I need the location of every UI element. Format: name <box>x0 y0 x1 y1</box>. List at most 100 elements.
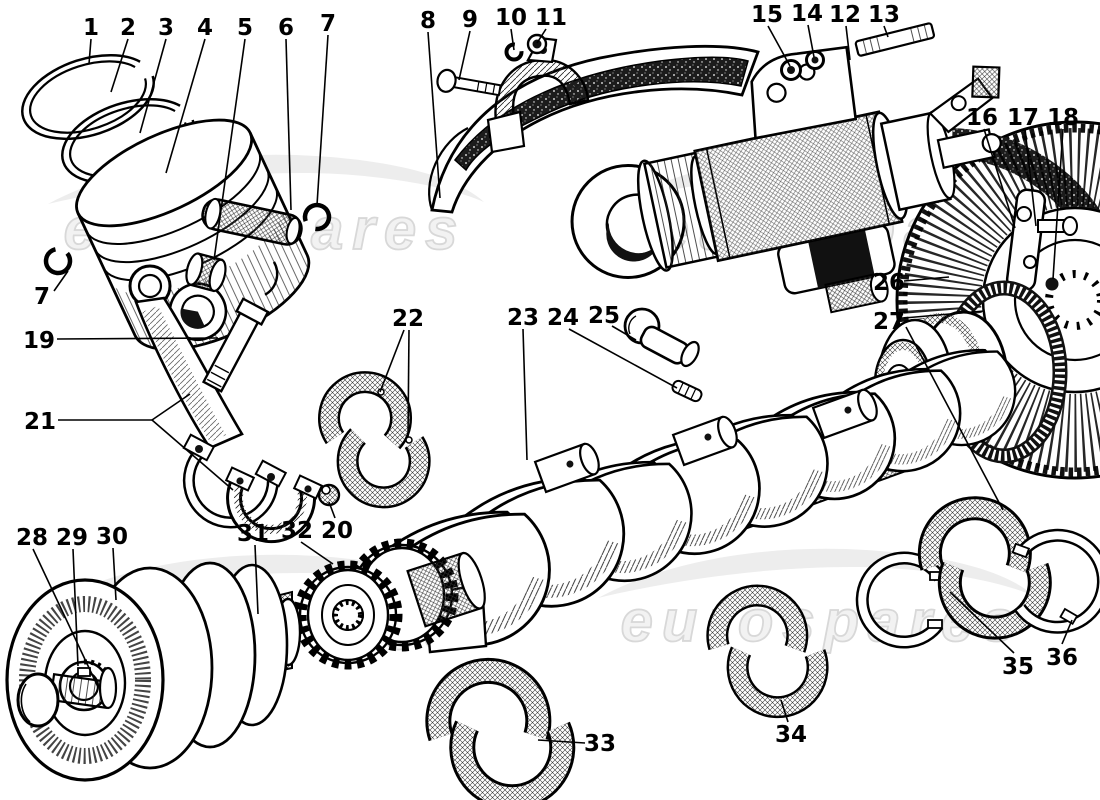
part-number: 24 <box>547 305 579 331</box>
leader-line <box>807 24 815 58</box>
part-number: 2 <box>120 15 136 41</box>
leader-line <box>949 591 1015 654</box>
leader-line <box>379 329 405 393</box>
flywheel-dowel <box>1045 277 1059 291</box>
part-number: 11 <box>535 5 567 31</box>
part-number: 31 <box>237 521 269 547</box>
leader-line <box>458 30 471 81</box>
leader-line <box>845 25 851 61</box>
part-callout-31: 31 <box>237 521 269 615</box>
leader-line <box>88 38 92 65</box>
part-callout-17: 17 <box>1007 105 1039 227</box>
part-callout-22: 22 <box>379 306 424 438</box>
part-number: 15 <box>751 2 783 28</box>
timing-sprockets <box>293 538 486 670</box>
part-callout-29: 29 <box>56 525 88 667</box>
part-callout-4: 4 <box>165 15 213 174</box>
part-number: 7 <box>34 284 50 310</box>
part-number: 5 <box>237 15 253 41</box>
counterweights <box>368 337 1032 668</box>
part-number: 30 <box>96 524 128 550</box>
rod-bearing-shells <box>318 371 431 509</box>
leader-line <box>1024 128 1037 227</box>
leader-line <box>316 34 329 206</box>
part-callout-8: 8 <box>420 8 441 199</box>
leader-line <box>56 337 219 340</box>
part-callout-15: 15 <box>751 2 791 67</box>
part-number: 10 <box>495 5 527 31</box>
part-number: 13 <box>868 2 900 28</box>
part-callout-35: 35 <box>949 591 1034 680</box>
thrust-half-ring-left <box>855 551 946 649</box>
part-number: 32 <box>281 518 313 544</box>
leader-line <box>72 548 79 667</box>
part-number: 7 <box>320 11 336 37</box>
crankshaft <box>368 337 1032 668</box>
part-number: 36 <box>1046 645 1078 671</box>
part-callout-28: 28 <box>16 525 99 688</box>
starter-bushings <box>780 50 825 81</box>
part-number: 28 <box>16 525 48 551</box>
flywheel-bolt <box>1037 216 1078 236</box>
part-number: 25 <box>588 303 620 329</box>
part-number: 17 <box>1007 105 1039 131</box>
leader-line <box>903 276 950 282</box>
main-bearing-shells-34 <box>706 584 829 719</box>
rod-nut <box>317 483 341 507</box>
part-number: 9 <box>462 7 478 33</box>
crank-pins <box>533 388 878 494</box>
shield-nut <box>526 33 548 55</box>
leader-line <box>905 326 1004 511</box>
leader-line <box>1052 128 1064 280</box>
part-callout-13: 13 <box>868 2 900 38</box>
starter-mounting-bracket <box>750 45 858 140</box>
part-callout-12: 12 <box>829 2 861 61</box>
leader-line <box>328 501 336 519</box>
leader-line <box>536 28 547 44</box>
part-callout-36: 36 <box>1046 619 1078 671</box>
leader-line <box>780 699 789 723</box>
leader-line <box>767 25 791 67</box>
leader-line <box>883 25 889 38</box>
leader-line <box>611 325 637 341</box>
part-number: 21 <box>24 409 56 435</box>
damper-pulley <box>5 561 289 782</box>
part-number: 34 <box>775 722 807 748</box>
part-callout-18: 18 <box>1047 105 1079 280</box>
leader-line <box>53 270 69 292</box>
rod-cap <box>224 466 324 544</box>
part-number: 26 <box>873 270 905 296</box>
leader-line <box>139 38 167 134</box>
part-callout-3: 3 <box>139 15 174 134</box>
part-callout-27: 27 <box>873 309 1004 511</box>
part-callout-30: 30 <box>96 524 128 601</box>
crank-pulley-bolt <box>16 666 118 728</box>
leader-line <box>213 38 246 261</box>
part-number: 6 <box>278 15 294 41</box>
part-callout-1: 1 <box>83 15 99 65</box>
shield-bolt <box>436 68 502 97</box>
part-callout-7: 7 <box>316 11 336 206</box>
starter-heat-shield <box>428 33 760 214</box>
part-callout-6: 6 <box>278 15 294 211</box>
connecting-rod <box>128 264 288 529</box>
leader-line <box>112 547 117 601</box>
rod-bolt <box>201 297 270 393</box>
leader-line <box>285 38 292 211</box>
circlip <box>43 246 73 276</box>
leader-line <box>110 38 129 93</box>
leader-line <box>522 328 528 461</box>
part-callout-11: 11 <box>535 5 567 44</box>
part-number: 12 <box>829 2 861 28</box>
thrust-half-ring-right <box>1011 528 1100 634</box>
part-number: 29 <box>56 525 88 551</box>
part-callout-23: 23 <box>507 305 539 461</box>
starter-stud <box>854 22 935 57</box>
part-number: 20 <box>321 518 353 544</box>
part-callout-21: 21 <box>24 393 234 491</box>
part-callout-20: 20 <box>321 501 353 544</box>
piston-pin <box>201 197 303 246</box>
